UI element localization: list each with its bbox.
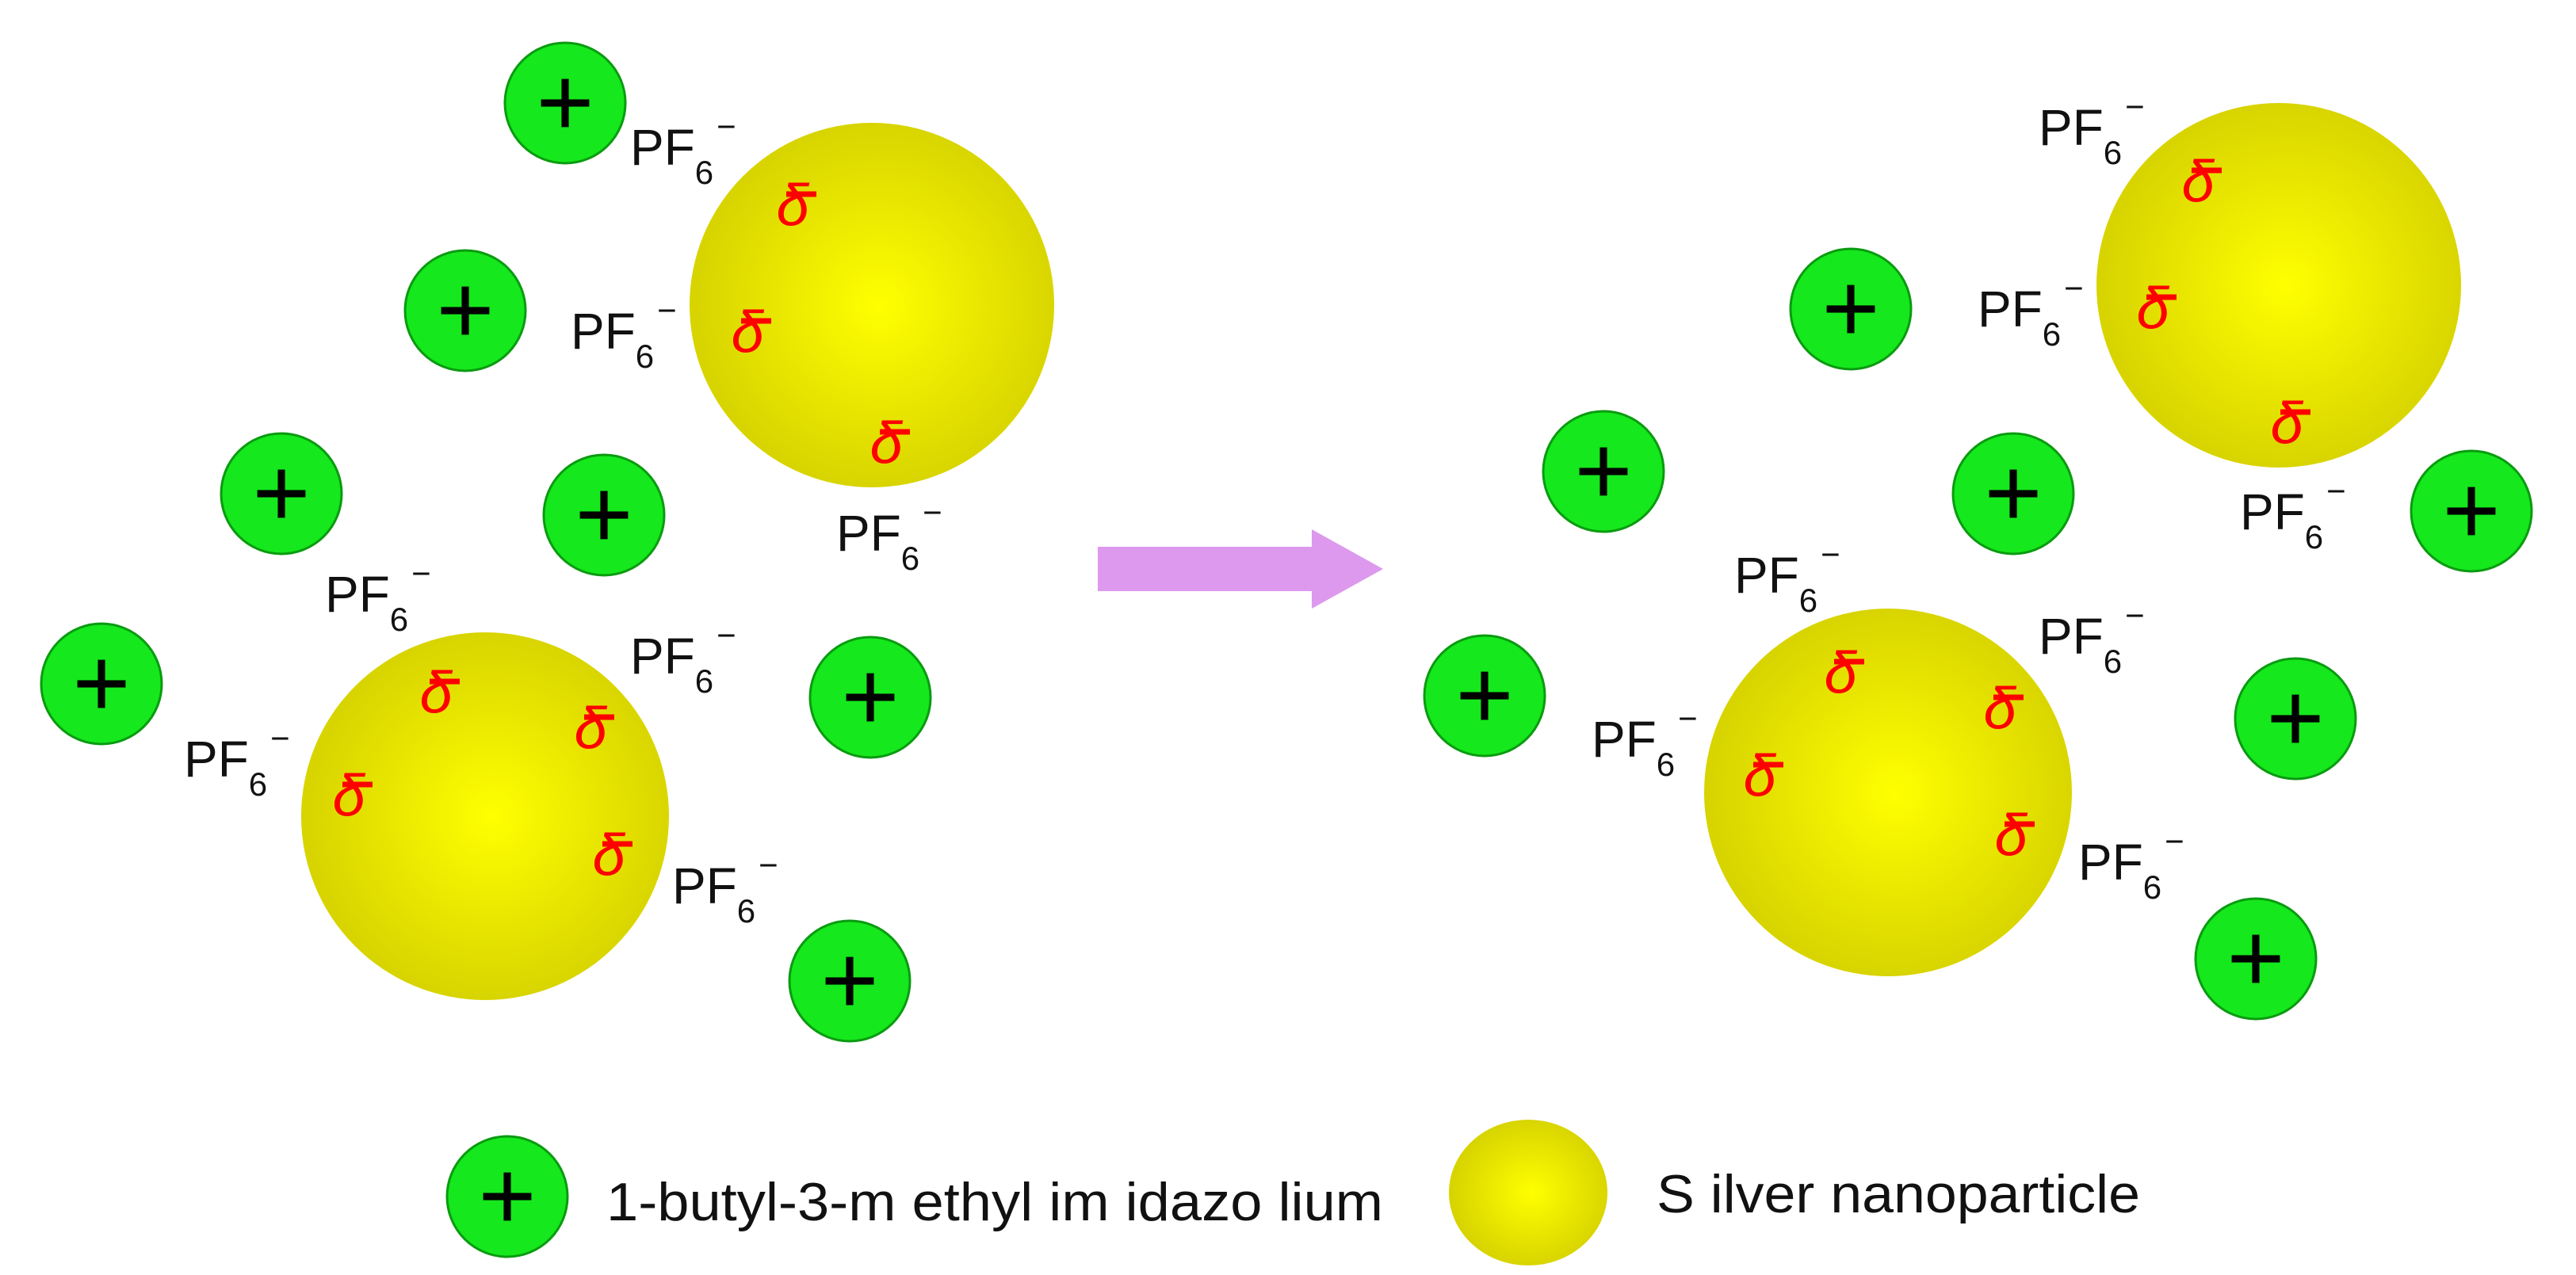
pf6-anion-label: PF6− [630,617,736,700]
partial-charge-icon: δ [592,823,633,888]
svg-text:δ: δ [419,660,453,726]
transition-arrow-icon [1098,529,1383,609]
pf6-anion-label: PF6− [1592,700,1698,783]
silver-nanoparticle [690,123,1054,487]
svg-text:δ: δ [1994,803,2028,868]
pf6-anion-label: PF6− [325,555,431,638]
pf6-anion-label: PF6− [836,494,942,577]
silver-nanoparticle [301,632,669,1000]
svg-text:δ: δ [731,300,764,365]
imidazolium-cation-icon [2234,657,2357,781]
cations-layer [40,41,2533,1043]
partial-charge-icon: δ [1983,676,2024,742]
pf6-anion-label: PF6− [184,720,290,803]
imidazolium-cation-icon [1423,634,1546,758]
imidazolium-cation-icon [1789,247,1913,371]
imidazolium-cation-icon [808,636,932,759]
partial-charge-icon: δ [731,300,771,365]
legend-cation-icon [445,1135,569,1258]
pf6-anion-label: PF6− [2039,88,2145,171]
svg-text:δ: δ [592,823,625,888]
svg-text:δ: δ [1743,743,1776,809]
partial-charge-icon: δ [1824,640,1864,706]
imidazolium-cation-icon [542,453,666,577]
imidazolium-cation-icon [445,1135,569,1258]
imidazolium-cation-icon [503,41,627,165]
partial-charge-icon: δ [419,660,460,726]
svg-text:δ: δ [2270,391,2303,456]
partial-charge-icon: δ [332,763,373,829]
partial-charge-icon: δ [776,173,816,239]
legend-nanoparticle-label: S ilver nanoparticle [1657,1164,2140,1224]
silver-nanoparticle [2096,103,2461,468]
imidazolium-cation-icon [403,249,527,372]
imidazolium-cation-icon [220,432,343,555]
imidazolium-cation-icon [1542,410,1665,533]
pf6-anion-label: PF6− [630,108,736,191]
silver-nanoparticle [1704,609,2072,976]
imidazolium-cation-icon [2410,449,2533,573]
partial-charge-icon: δ [869,410,910,476]
anions-layer: PF6− PF6− PF6− PF6− PF6− PF6− PF6− PF6− PF6− PF6−… [184,88,2346,930]
pf6-anion-label: PF6− [2078,823,2184,906]
partial-charge-icon: δ [1743,743,1783,809]
svg-text:δ: δ [1824,640,1857,706]
svg-text:δ: δ [776,173,809,239]
imidazolium-cation-icon [1951,432,2075,555]
svg-text:δ: δ [332,763,365,829]
svg-text:δ: δ [2181,149,2215,215]
pf6-anion-label: PF6− [672,846,778,930]
silver-nanoparticle-icon [1449,1120,1607,1265]
svg-text:δ: δ [574,696,607,762]
legend: 1-butyl-3-m ethyl im idazo lium S ilver … [445,1120,2140,1265]
svg-text:δ: δ [1983,676,2016,742]
svg-text:δ: δ [2136,276,2169,342]
nanoparticles-layer [301,103,2461,1000]
partial-charge-icon: δ [2136,276,2177,342]
pf6-anion-label: PF6− [1978,269,2084,353]
imidazolium-cation-icon [2194,897,2318,1021]
pf6-anion-label: PF6− [1734,536,1840,619]
partial-charge-icon: δ [2181,149,2222,215]
partial-charge-icon: δ [1994,803,2035,868]
pf6-anion-label: PF6− [2240,472,2346,555]
imidazolium-cation-icon [40,622,163,746]
pf6-anion-label: PF6− [571,292,677,375]
partial-charge-icon: δ [574,696,614,762]
partial-charge-icon: δ [2270,391,2310,456]
pf6-anion-label: PF6− [2039,597,2145,680]
imidazolium-cation-icon [788,919,912,1043]
svg-text:δ: δ [869,410,903,476]
legend-cation-label: 1-butyl-3-m ethyl im idazo lium [606,1172,1383,1232]
